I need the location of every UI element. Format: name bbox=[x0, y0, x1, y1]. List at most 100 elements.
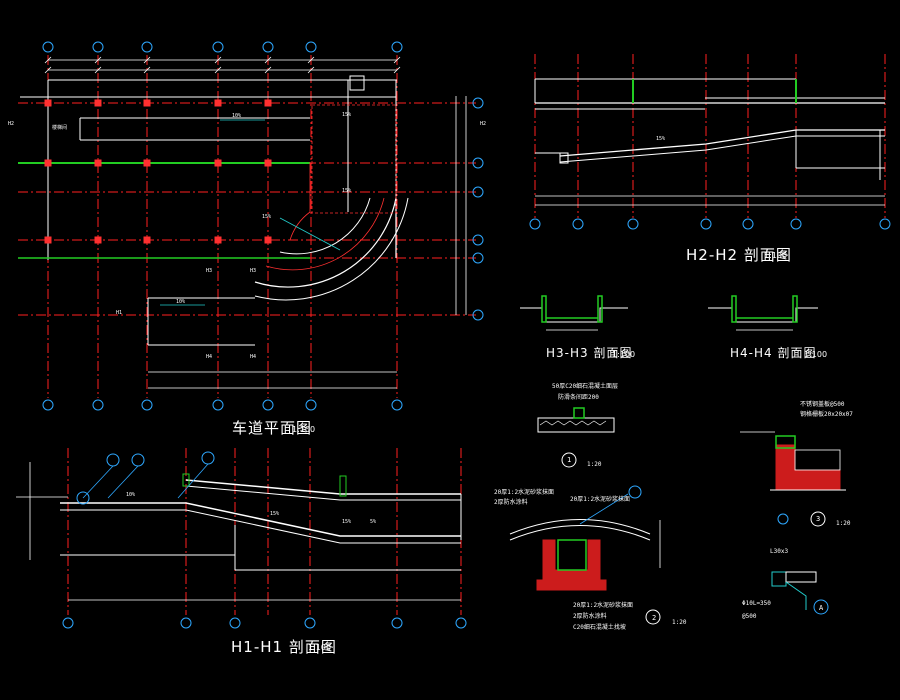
detail1-scale: 1:20 bbox=[587, 461, 602, 468]
h1-detail-leader bbox=[107, 465, 139, 499]
plan-axis-bubble-right bbox=[472, 309, 484, 321]
plan-dim-tick bbox=[393, 56, 401, 64]
detail3-note-1: 不锈钢盖板@500 bbox=[800, 401, 845, 408]
plan-axis-bubble-bottom bbox=[391, 399, 403, 411]
detail3-axis-bubble bbox=[777, 513, 789, 525]
plan-dim-tick bbox=[143, 56, 151, 64]
plan-axis-bubble-top bbox=[391, 41, 403, 53]
h3-section-title: H3-H3 剖面图 bbox=[546, 346, 633, 360]
detail1-note-1: 50厚C20细石混凝土面层 bbox=[552, 383, 619, 390]
h4-green-wall-right bbox=[792, 295, 798, 323]
detail2-circle bbox=[645, 609, 661, 625]
plan-slope-2: 10% bbox=[176, 299, 186, 305]
plan-column bbox=[94, 159, 102, 167]
h1-axis-bubble bbox=[455, 617, 467, 629]
h1-detail-leader bbox=[177, 463, 209, 499]
detail3-cover bbox=[775, 435, 796, 449]
plan-dim-tick bbox=[307, 56, 315, 64]
detail-a-note-3: @500 bbox=[742, 613, 757, 620]
detail2-channel bbox=[557, 539, 587, 571]
h1-slab-top bbox=[60, 502, 461, 537]
plan-dim-tick bbox=[264, 66, 272, 74]
detail-a-note-1: L30x3 bbox=[770, 548, 789, 555]
h4-ground bbox=[708, 307, 818, 323]
h3-section-scale: 1:100 bbox=[612, 350, 636, 359]
h2-axis-bubble bbox=[790, 218, 802, 230]
plan-axis-bubble-right bbox=[472, 186, 484, 198]
h2-axis-bubble bbox=[700, 218, 712, 230]
detail3-scale: 1:20 bbox=[836, 520, 851, 527]
h1-axis-bubble bbox=[304, 617, 316, 629]
plan-column bbox=[214, 159, 222, 167]
plan-dim-tick bbox=[264, 56, 272, 64]
plan-dim-tick bbox=[214, 56, 222, 64]
plan-title: 车道平面图 bbox=[232, 419, 313, 437]
h1-upper-slab-top bbox=[185, 479, 461, 495]
detail2-note-2: 2厚防水涂料 bbox=[494, 499, 528, 506]
detail2-top-arc-2 bbox=[509, 525, 651, 541]
h2-axis-bubble bbox=[742, 218, 754, 230]
plan-axis-bubble-right bbox=[472, 252, 484, 264]
detail-a-angle bbox=[771, 571, 787, 587]
construction-details-view bbox=[509, 407, 846, 625]
detail1-note-2: 防滑条间距200 bbox=[558, 394, 599, 401]
h2-axis-bubble bbox=[572, 218, 584, 230]
h2-axis-bubble bbox=[627, 218, 639, 230]
h1-green-post bbox=[339, 475, 347, 497]
h1-axis-bubble bbox=[391, 617, 403, 629]
h3-section-view bbox=[520, 295, 628, 331]
h2-ramp-bottom bbox=[559, 135, 885, 163]
plan-axis-bubble-right bbox=[472, 97, 484, 109]
plan-dim-tick bbox=[307, 66, 315, 74]
detail2-note-6: C20细石混凝土找坡 bbox=[573, 624, 626, 631]
plan-dim-tick bbox=[94, 66, 102, 74]
plan-slope-5: 15% bbox=[262, 214, 272, 220]
detail3-fill bbox=[794, 449, 841, 471]
plan-column bbox=[264, 99, 272, 107]
plan-column bbox=[264, 236, 272, 244]
detail2-note-1: 20厚1:2水泥砂浆抹面 bbox=[494, 489, 555, 496]
plan-section-mark-h3: H3 bbox=[206, 268, 213, 274]
plan-axis-bubble-right bbox=[472, 234, 484, 246]
plan-axis-bubble-bottom bbox=[141, 399, 153, 411]
h4-section-scale: 1:100 bbox=[804, 350, 828, 359]
h1-axis-bubble bbox=[229, 617, 241, 629]
h1-slope-1: 10% bbox=[126, 492, 136, 498]
h2-axis-bubble bbox=[529, 218, 541, 230]
h1-green-post-2 bbox=[182, 473, 190, 487]
plan-axis-bubble-top bbox=[141, 41, 153, 53]
h1-axis-bubble bbox=[62, 617, 74, 629]
h2-section-title: H2-H2 剖面图 bbox=[686, 246, 792, 264]
plan-axis-bubble-top bbox=[92, 41, 104, 53]
detail-a-slab bbox=[785, 571, 817, 583]
plan-axis-bubble-right bbox=[472, 157, 484, 169]
plan-dim-tick bbox=[143, 66, 151, 74]
plan-slope-1: 10% bbox=[232, 113, 242, 119]
plan-scale: 1:100 bbox=[292, 425, 316, 434]
plan-section-mark-h2-right: H2 bbox=[480, 121, 487, 127]
detail2-note-5: 2厚防水涂料 bbox=[573, 613, 607, 620]
plan-curved-ramp-inner bbox=[279, 197, 371, 255]
detail-a-circle bbox=[813, 599, 829, 615]
h3-green-wall-right bbox=[597, 295, 603, 323]
detail3-note-2: 钢格栅板20x20x07 bbox=[800, 411, 853, 418]
detail2-base bbox=[536, 579, 607, 591]
h1-detail-bubble-left bbox=[76, 491, 90, 505]
plan-column bbox=[44, 236, 52, 244]
h1-slab-bottom bbox=[60, 509, 461, 544]
h4-green-wall-left bbox=[731, 295, 737, 323]
plan-curved-ramp-centerline bbox=[265, 197, 385, 271]
h1-slope-4: 5% bbox=[370, 519, 377, 525]
plan-axis-bubble-top bbox=[42, 41, 54, 53]
detail2-ref-bubble bbox=[628, 485, 642, 499]
plan-room-label: 楼梯间 bbox=[52, 125, 68, 131]
plan-section-mark-h2-left: H2 bbox=[8, 121, 15, 127]
plan-section-mark-h4: H4 bbox=[206, 354, 213, 360]
detail1-strip bbox=[573, 407, 585, 419]
plan-axis-bubble-bottom bbox=[262, 399, 274, 411]
plan-axis-bubble-top bbox=[262, 41, 274, 53]
detail2-top-arc bbox=[509, 519, 651, 535]
detail-a-note-2: Φ10L=350 bbox=[742, 600, 771, 607]
h1-slope-3: 15% bbox=[342, 519, 352, 525]
h1-slope-2: 15% bbox=[270, 511, 280, 517]
